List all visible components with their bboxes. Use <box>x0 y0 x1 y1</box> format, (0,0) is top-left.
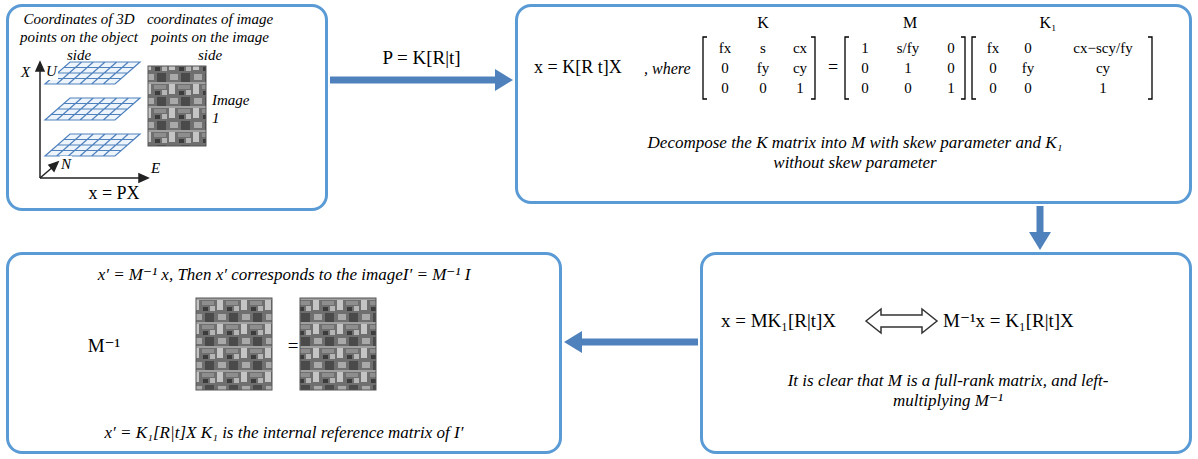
process-box: x′ = M⁻¹ x, Then x′ corresponds to the i… <box>6 252 562 454</box>
matrix-entry: 0 <box>843 79 887 97</box>
object-point-grids <box>45 62 140 156</box>
axis-label: N <box>60 156 72 173</box>
matrix-entry: 1 <box>843 39 887 57</box>
axis-head <box>36 62 44 71</box>
matrix-entry: s/fy <box>886 39 930 57</box>
matrix-entry: 1 <box>780 79 820 97</box>
matrix-bracket <box>1148 37 1152 99</box>
equals-sign: = <box>823 57 843 79</box>
matrix-bracket <box>845 37 849 99</box>
axis-line <box>40 177 142 179</box>
point-grid-plane <box>45 134 140 156</box>
matrix-entry: s <box>743 39 783 57</box>
process-box: x = MK₁[R|t]X M⁻¹x = K₁[R|t]X It is clear … <box>700 252 1192 454</box>
coordinate-axes <box>36 62 148 182</box>
matrix-name: K₁ <box>1028 13 1068 32</box>
arrow-shaft <box>330 77 497 84</box>
description-text: Decompose the K matrix into M with skew … <box>630 133 1080 174</box>
axis-line <box>39 68 41 178</box>
image-caption: Image 1 <box>212 91 258 127</box>
equals-sign: = <box>283 335 303 358</box>
process-box: x = K[R t]X, whereKMK₁fxscx0fycy001=1s/f… <box>515 4 1192 204</box>
flow-arrow <box>564 331 698 353</box>
matrix-entry: 1 <box>1058 79 1148 97</box>
matrix-entry: 0 <box>705 59 745 77</box>
matrix-entry: 1 <box>886 59 930 77</box>
aerial-image <box>196 298 272 390</box>
description-text: x′ = K₁[R|t]X K₁ is the internal referen… <box>19 423 549 443</box>
matrix-bracket <box>961 37 965 99</box>
matrix-entry: cx <box>780 39 820 57</box>
axis-label: E <box>150 160 161 177</box>
aerial-image <box>300 298 376 390</box>
matrix-name: M <box>890 13 930 32</box>
matrix-entry: 0 <box>1010 79 1046 97</box>
arrow-head <box>1029 232 1051 250</box>
matrix-entry: 0 <box>743 79 783 97</box>
matrix-entry: 0 <box>886 79 930 97</box>
aerial-image <box>148 66 206 146</box>
edge-label: P = K[R|t] <box>379 47 463 70</box>
equivalence-arrow <box>866 309 937 333</box>
matrix-entry: 0 <box>705 79 745 97</box>
description-text: It is clear that M is a full-rank matrix… <box>783 371 1113 412</box>
note-text: , where <box>644 59 714 78</box>
flow-arrow <box>330 69 513 91</box>
matrix-bracket <box>703 37 707 99</box>
matrix-bracket <box>811 37 815 99</box>
matrix-entry: fy <box>743 59 783 77</box>
equation: x = MK₁[R|t]X <box>721 310 861 333</box>
matrix-entry: 0 <box>843 59 887 77</box>
equation: x = PX <box>69 183 159 205</box>
matrix-entry: 0 <box>1010 39 1046 57</box>
arrow-head <box>564 331 582 353</box>
point-grid-plane <box>45 98 140 120</box>
arrow-shaft <box>1037 206 1044 234</box>
matrix-entry: 0 <box>929 59 973 77</box>
equation: M⁻¹x = K₁[R|t]X <box>943 310 1103 333</box>
node-heading: coordinates of image points on the image… <box>143 10 277 64</box>
point-grid-plane <box>45 62 140 84</box>
matrix-entry: fy <box>1010 59 1046 77</box>
axis-label: U <box>45 63 58 80</box>
axis-head <box>139 174 148 182</box>
matrix-entry: 0 <box>929 39 973 57</box>
arrow-head <box>495 69 513 91</box>
arrow-shaft <box>580 339 698 346</box>
equation: x = K[R t]X <box>534 57 646 79</box>
process-box: Coordinates of 3D points on the object s… <box>6 4 328 211</box>
matrix-entry: 0 <box>975 79 1011 97</box>
matrix-entry: 0 <box>975 59 1011 77</box>
equation: M⁻¹ <box>79 335 129 358</box>
matrix-entry: cx−scy/fy <box>1058 39 1148 57</box>
matrix-entry: 1 <box>929 79 973 97</box>
matrix-entry: cy <box>1058 59 1148 77</box>
node-heading: Coordinates of 3D points on the object s… <box>15 10 143 64</box>
matrix-brackets <box>703 37 1152 99</box>
flow-arrow <box>1029 206 1051 250</box>
matrix-entry: fx <box>975 39 1011 57</box>
matrix-name: K <box>743 13 783 32</box>
matrix-entry: fx <box>705 39 745 57</box>
axis-label: X <box>20 64 31 81</box>
axis-head <box>49 162 58 171</box>
matrix-entry: cy <box>780 59 820 77</box>
description-text: x′ = M⁻¹ x, Then x′ corresponds to the i… <box>19 265 549 285</box>
matrix-bracket <box>972 37 976 99</box>
